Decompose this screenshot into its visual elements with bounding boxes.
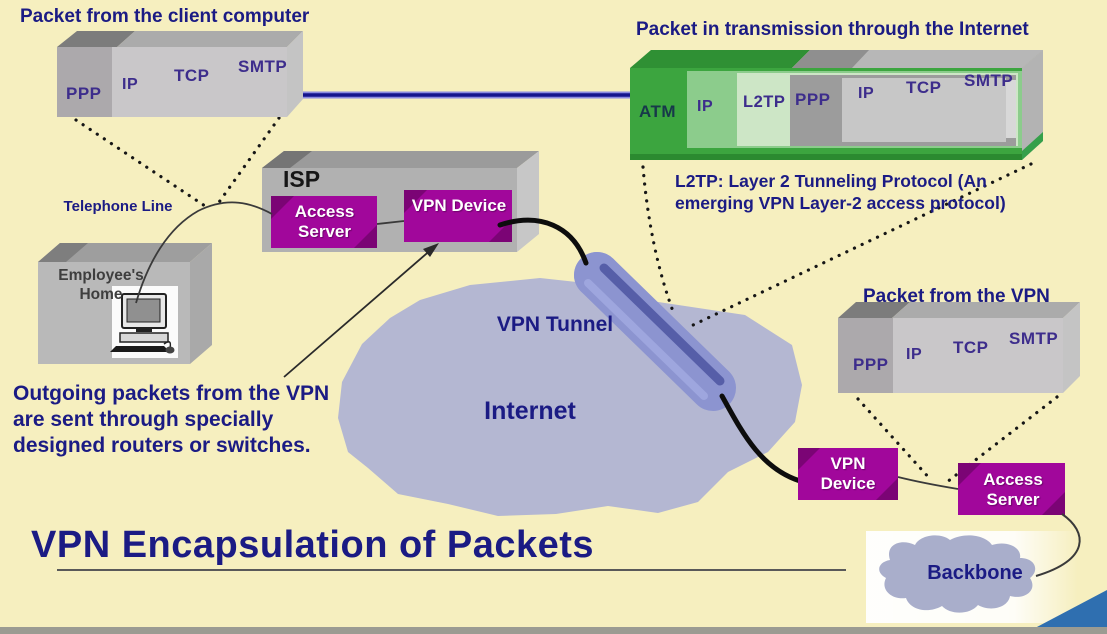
note-arrow bbox=[283, 243, 439, 378]
outgoing-note: Outgoing packets from the VPN are sent t… bbox=[13, 382, 330, 457]
client-packet-heading: Packet from the client computer bbox=[20, 6, 310, 27]
transit-layer-ip2: IP bbox=[858, 85, 875, 102]
device-server-connector bbox=[897, 476, 959, 490]
transit-layer-atm: ATM bbox=[639, 102, 677, 121]
backbone-label: Backbone bbox=[927, 562, 1023, 584]
vpn-layer-tcp: TCP bbox=[953, 338, 989, 357]
vpn-layer-smtp: SMTP bbox=[1009, 329, 1059, 348]
l2tp-note: L2TP: Layer 2 Tunneling Protocol (An eme… bbox=[675, 171, 1006, 213]
server-backbone-curve bbox=[1035, 513, 1081, 577]
isp-access-server-box bbox=[271, 196, 377, 248]
transit-packet-heading: Packet in transmission through the Inter… bbox=[636, 19, 1029, 40]
remote-vpn-device-label: VPN Device bbox=[820, 454, 876, 493]
vpn-layer-ip: IP bbox=[906, 346, 923, 363]
vpn-packet-heading: Packet from the VPN bbox=[863, 286, 1050, 307]
employee-home-label: Employee's Home bbox=[58, 267, 144, 303]
isp-access-server-label: Access Server bbox=[294, 202, 355, 241]
transit-layer-ppp: PPP bbox=[795, 90, 831, 109]
bottom-edge-strip bbox=[0, 627, 1107, 634]
client-layer-ip: IP bbox=[122, 76, 139, 93]
dotted-projection-lines bbox=[74, 116, 1059, 484]
vpn-tunnel-label: VPN Tunnel bbox=[496, 313, 614, 336]
transit-packet-box bbox=[630, 50, 1043, 160]
remote-vpn-device-box bbox=[798, 448, 898, 500]
internet-label: Internet bbox=[484, 397, 576, 425]
isp-vpn-device-box bbox=[404, 190, 512, 242]
corner-triangle bbox=[1035, 590, 1107, 628]
computer-icon bbox=[110, 293, 175, 354]
telephone-line-label: Telephone Line bbox=[63, 198, 173, 215]
transit-layer-l2tp: L2TP bbox=[743, 93, 786, 111]
client-packet-box bbox=[57, 31, 303, 117]
slide-title: VPN Encapsulation of Packets bbox=[31, 524, 595, 566]
transit-layer-smtp: SMTP bbox=[964, 71, 1014, 90]
client-layer-tcp: TCP bbox=[174, 66, 210, 85]
vpn-layer-ppp: PPP bbox=[853, 355, 889, 374]
employee-home-box bbox=[38, 243, 212, 364]
telephone-line-curve bbox=[135, 201, 273, 304]
vpn-packet-box bbox=[838, 302, 1080, 393]
isp-vpn-device-label: VPN Device bbox=[411, 196, 507, 215]
remote-access-server-box bbox=[958, 463, 1065, 515]
client-layer-smtp: SMTP bbox=[238, 57, 288, 76]
backbone-cloud bbox=[879, 535, 1036, 613]
isp-box bbox=[262, 151, 539, 252]
isp-label: ISP bbox=[283, 166, 321, 192]
transit-layer-tcp: TCP bbox=[906, 78, 942, 97]
transit-layer-ip: IP bbox=[697, 98, 714, 115]
client-layer-ppp: PPP bbox=[66, 84, 102, 103]
remote-access-server-label: Access Server bbox=[983, 470, 1043, 509]
tunnel-feed-lines bbox=[497, 217, 803, 484]
